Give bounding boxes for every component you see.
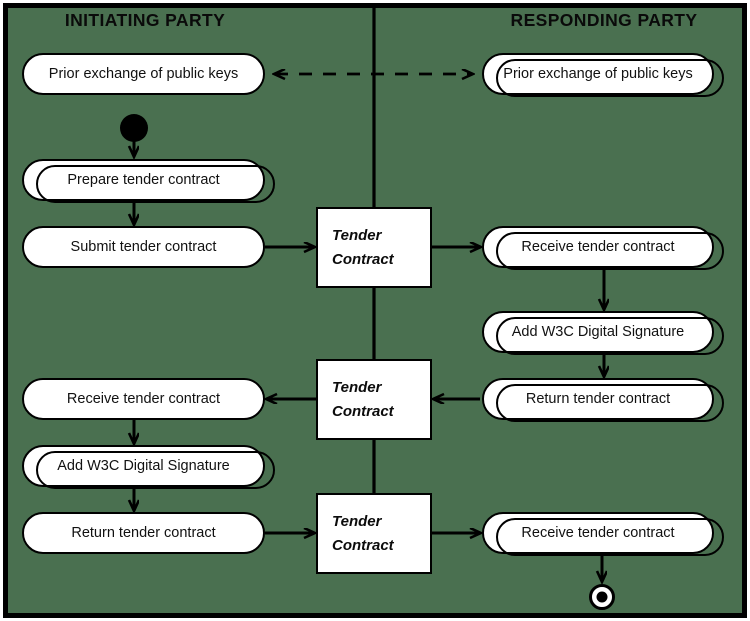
tender-contract-object-3[interactable]: Tender Contract (316, 493, 432, 574)
activity-submit-tender-contract[interactable]: Submit tender contract (22, 226, 265, 268)
activity-receive-tender-contract-responding[interactable]: Receive tender contract (482, 226, 724, 270)
object-line-2: Contract (332, 402, 394, 420)
object-line-1: Tender (332, 227, 382, 245)
object-line-1: Tender (332, 513, 382, 531)
activity-add-w3c-digital-signature-initiating[interactable]: Add W3C Digital Signature (22, 445, 275, 489)
initial-node-icon (120, 114, 148, 142)
tender-contract-object-2[interactable]: Tender Contract (316, 359, 432, 440)
object-line-2: Contract (332, 536, 394, 554)
activity-receive-tender-contract-final[interactable]: Receive tender contract (482, 512, 724, 556)
activity-receive-tender-contract-initiating[interactable]: Receive tender contract (22, 378, 265, 420)
lane-title-responding: RESPONDING PARTY (510, 10, 698, 30)
activity-prepare-tender-contract[interactable]: Prepare tender contract (22, 159, 275, 203)
object-line-2: Contract (332, 250, 394, 268)
activity-prior-exchange-of-public-keys-responding[interactable]: Prior exchange of public keys (482, 53, 724, 97)
activity-prior-exchange-of-public-keys[interactable]: Prior exchange of public keys (22, 53, 265, 95)
lane-title-initiating: INITIATING PARTY (64, 10, 226, 30)
object-line-1: Tender (332, 379, 382, 397)
activity-add-w3c-digital-signature-responding[interactable]: Add W3C Digital Signature (482, 311, 724, 355)
activity-return-tender-contract-responding[interactable]: Return tender contract (482, 378, 724, 422)
tender-contract-object-1[interactable]: Tender Contract (316, 207, 432, 288)
final-node-icon (589, 584, 615, 610)
final-node-inner-dot (596, 591, 608, 603)
activity-return-tender-contract-initiating[interactable]: Return tender contract (22, 512, 265, 554)
